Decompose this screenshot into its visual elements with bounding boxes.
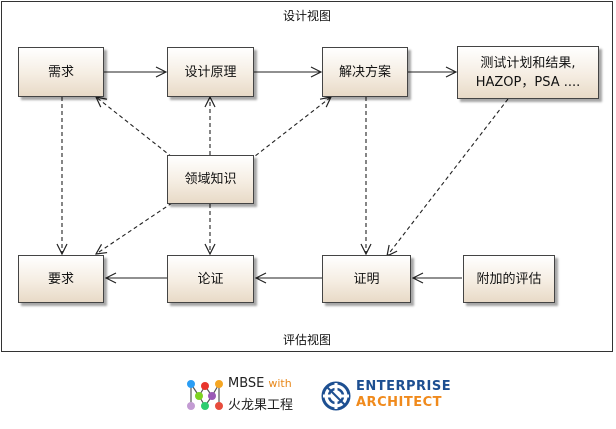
node-test-plan-line2: HAZOP，PSA .... (475, 74, 581, 90)
edge-domain-knowledge-to-solution (249, 97, 331, 161)
edge-domain-knowledge-to-demands (96, 202, 173, 254)
mbse-with-text: with (268, 377, 292, 390)
edge-test-plan-to-proof (387, 98, 509, 256)
node-additional-assessment-label: 附加的评估 (476, 271, 542, 287)
enterprise-architect-logo-icon (321, 381, 351, 411)
design-view-label: 设计视图 (283, 9, 332, 23)
node-design-principles[interactable]: 设计原理 (167, 47, 254, 97)
node-proof[interactable]: 证明 (322, 255, 411, 303)
node-domain-knowledge[interactable]: 领域知识 (167, 155, 254, 204)
node-test-plan-line1: 测试计划和结果, (480, 55, 576, 71)
node-proof-label: 证明 (353, 271, 380, 287)
node-argumentation-label: 论证 (197, 271, 224, 287)
node-design-principles-label: 设计原理 (184, 64, 237, 80)
node-demands[interactable]: 要求 (18, 255, 104, 303)
ea-logo-line2: ARCHITECT (356, 395, 442, 410)
diagram-frame (1, 1, 613, 352)
node-domain-knowledge-label: 领域知识 (184, 172, 237, 187)
assessment-view-label: 评估视图 (283, 333, 332, 347)
node-requirements-label: 需求 (47, 64, 74, 80)
node-argumentation[interactable]: 论证 (167, 255, 254, 303)
node-requirements[interactable]: 需求 (18, 47, 104, 97)
mbse-subtitle: 火龙果工程 (228, 398, 294, 413)
node-solution-label: 解决方案 (338, 64, 391, 80)
edge-domain-knowledge-to-requirements (96, 97, 173, 158)
node-additional-assessment[interactable]: 附加的评估 (463, 255, 555, 303)
ea-logo-line1: ENTERPRISE (356, 379, 452, 394)
mbse-logo-icon (187, 380, 223, 410)
mbse-title-text: MBSE (228, 376, 265, 391)
node-test-plan[interactable]: 测试计划和结果, HAZOP，PSA .... (457, 46, 599, 99)
node-solution[interactable]: 解决方案 (322, 47, 408, 97)
node-demands-label: 要求 (47, 271, 74, 287)
